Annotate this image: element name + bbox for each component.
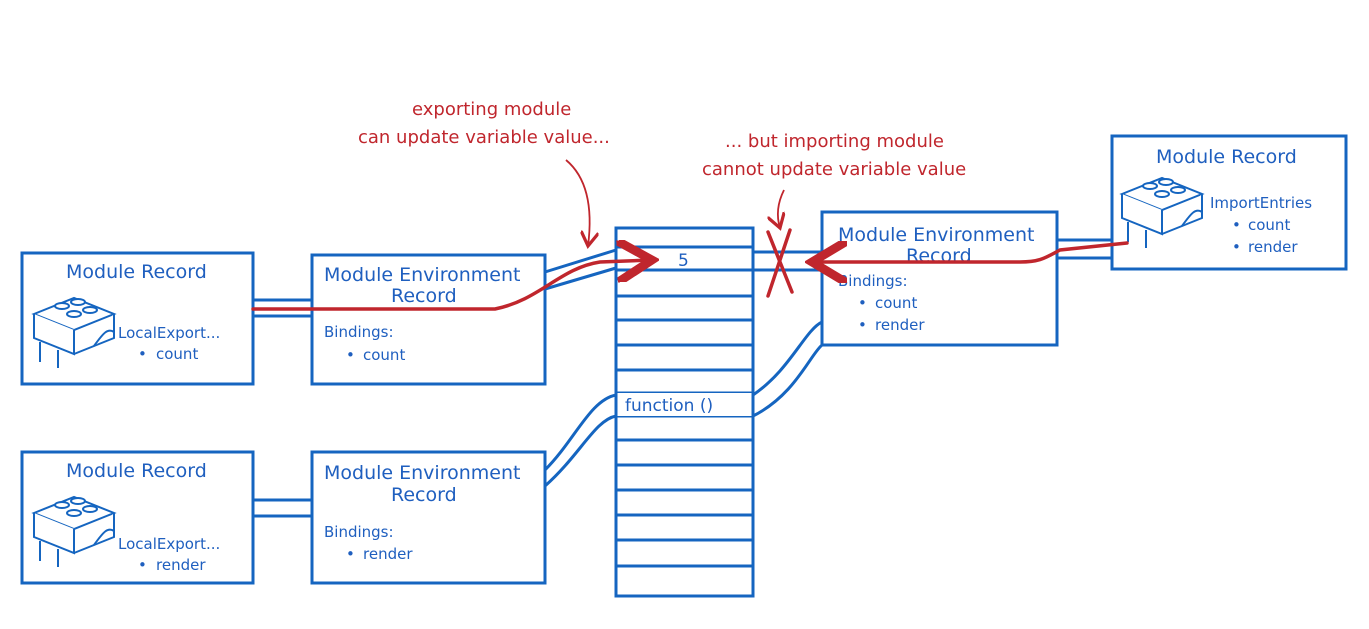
module-record-title: Module Record	[1156, 146, 1297, 168]
bindings-label: Bindings:	[324, 523, 394, 541]
bullet-dot: •	[858, 316, 867, 334]
env-title-line1: Module Environment	[324, 462, 520, 484]
bullet-dot: •	[1232, 238, 1241, 256]
local-export-label: LocalExport...	[118, 535, 220, 553]
blocked-cross-icon	[766, 228, 794, 298]
export-update-arrow	[251, 260, 652, 311]
bullet-dot: •	[346, 545, 355, 563]
memory-block-top	[614, 226, 755, 395]
module-environment-record-export-render: Module Environment Record Bindings: • re…	[310, 450, 547, 585]
binding-render: render	[875, 316, 925, 334]
update-arrows	[251, 243, 1129, 311]
exporting-annotation-line2: can update variable value...	[358, 127, 610, 148]
importing-annotation-line1: ... but importing module	[725, 131, 944, 152]
bullet-dot: •	[858, 294, 867, 312]
memory-column	[614, 226, 755, 598]
module-record-title: Module Record	[66, 460, 207, 482]
lego-brick-icon	[31, 296, 117, 368]
memory-value-slot: 5	[678, 251, 689, 271]
importing-annotation-line2: cannot update variable value	[702, 159, 966, 180]
connector-lines	[253, 238, 1112, 518]
env-title-line2: Record	[391, 285, 457, 307]
module-environment-record-export-count: Module Environment Record Bindings: • co…	[310, 253, 547, 386]
exporting-annotation-pointer	[565, 159, 590, 246]
bullet-dot: •	[138, 556, 147, 574]
lego-brick-icon	[31, 495, 117, 567]
import-entries-label: ImportEntries	[1210, 194, 1312, 212]
local-export-label: LocalExport...	[118, 324, 220, 342]
import-update-attempt-arrow	[812, 243, 1129, 262]
env-title-line1: Module Environment	[838, 224, 1034, 246]
exporting-annotation-line1: exporting module	[412, 99, 571, 120]
local-export-entry-render: render	[156, 556, 206, 574]
lego-brick-icon	[1119, 176, 1205, 248]
memory-block-bottom	[614, 414, 755, 598]
binding-count: count	[363, 346, 405, 364]
memory-function-slot: function ()	[625, 396, 713, 416]
bindings-label: Bindings:	[324, 323, 394, 341]
local-export-entry-count: count	[156, 345, 198, 363]
module-environment-record-import: Module Environment Record Bindings: • co…	[820, 210, 1059, 347]
module-record-import: Module Record ImportEntries • count • re…	[1110, 134, 1348, 271]
annotation-pointers	[565, 159, 784, 246]
binding-count: count	[875, 294, 917, 312]
module-record-export-count: Module Record LocalExport... • count	[20, 251, 255, 386]
import-entry-render: render	[1248, 238, 1298, 256]
importing-annotation-pointer	[778, 189, 784, 228]
env-title-line2: Record	[391, 484, 457, 506]
binding-render: render	[363, 545, 413, 563]
bindings-label: Bindings:	[838, 272, 908, 290]
bullet-dot: •	[346, 346, 355, 364]
module-record-export-render: Module Record LocalExport... • render	[20, 450, 255, 585]
import-entry-count: count	[1248, 216, 1290, 234]
bullet-dot: •	[138, 345, 147, 363]
module-record-title: Module Record	[66, 261, 207, 283]
env-title-line1: Module Environment	[324, 264, 520, 286]
bullet-dot: •	[1232, 216, 1241, 234]
